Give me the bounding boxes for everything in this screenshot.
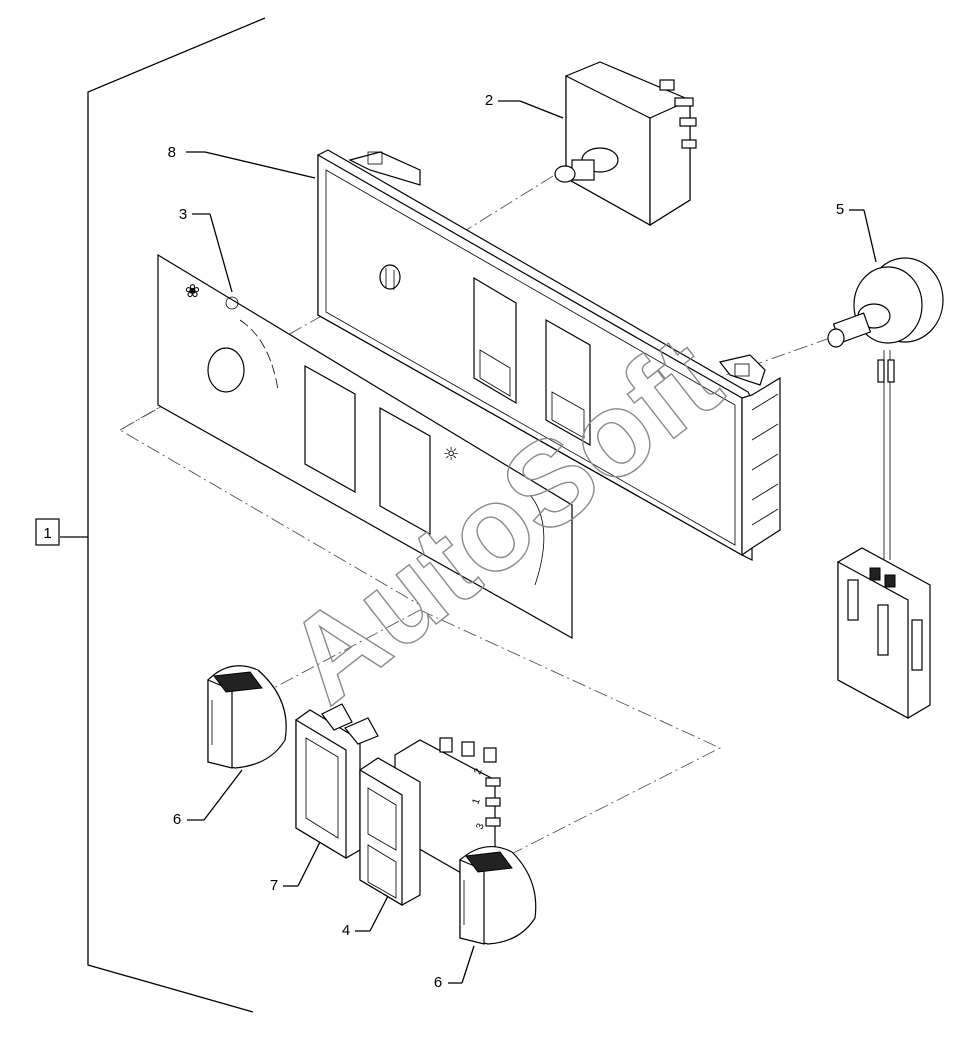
callout-8-label: 8 [168,144,176,161]
rocker-switch-4[interactable]: 1 2 3 [359,737,501,907]
callout-8: 8 [168,144,316,179]
callout-3-label: 3 [179,206,187,223]
knob-6-upper[interactable] [207,665,287,769]
callout-6a-label: 6 [173,811,181,828]
callout-6b-label: 6 [434,974,442,991]
terminal-number-2: 2 [472,767,484,776]
callout-6-lower: 6 [434,945,475,991]
terminal-number-3: 3 [474,822,486,831]
fan-icon: ❀ [185,281,200,302]
callout-2: 2 [485,92,564,119]
callout-4: 4 [342,895,389,939]
callout-1-box[interactable]: 1 [35,518,60,546]
assembly-bracket [60,17,266,1013]
potentiometer-5[interactable] [827,257,944,560]
bezel-frame-7[interactable] [295,703,379,860]
callout-7: 7 [270,841,321,894]
callout-2-label: 2 [485,92,493,109]
callout-3: 3 [179,206,233,293]
callout-5-label: 5 [836,201,844,218]
knob-6-lower[interactable] [459,845,537,945]
callout-4-label: 4 [342,922,350,939]
panel-housing-8[interactable] [317,149,781,561]
rotary-switch-2[interactable] [554,61,697,227]
callout-5: 5 [836,201,877,263]
terminal-number-1: 1 [470,797,482,806]
sun-icon: ☼ [443,444,459,465]
connector-5[interactable] [837,547,931,720]
callout-7-label: 7 [270,877,278,894]
callout-6-upper: 6 [173,769,243,828]
label-overlay-3[interactable]: ❀ ☼ [157,253,573,640]
callout-1-label: 1 [43,525,51,542]
